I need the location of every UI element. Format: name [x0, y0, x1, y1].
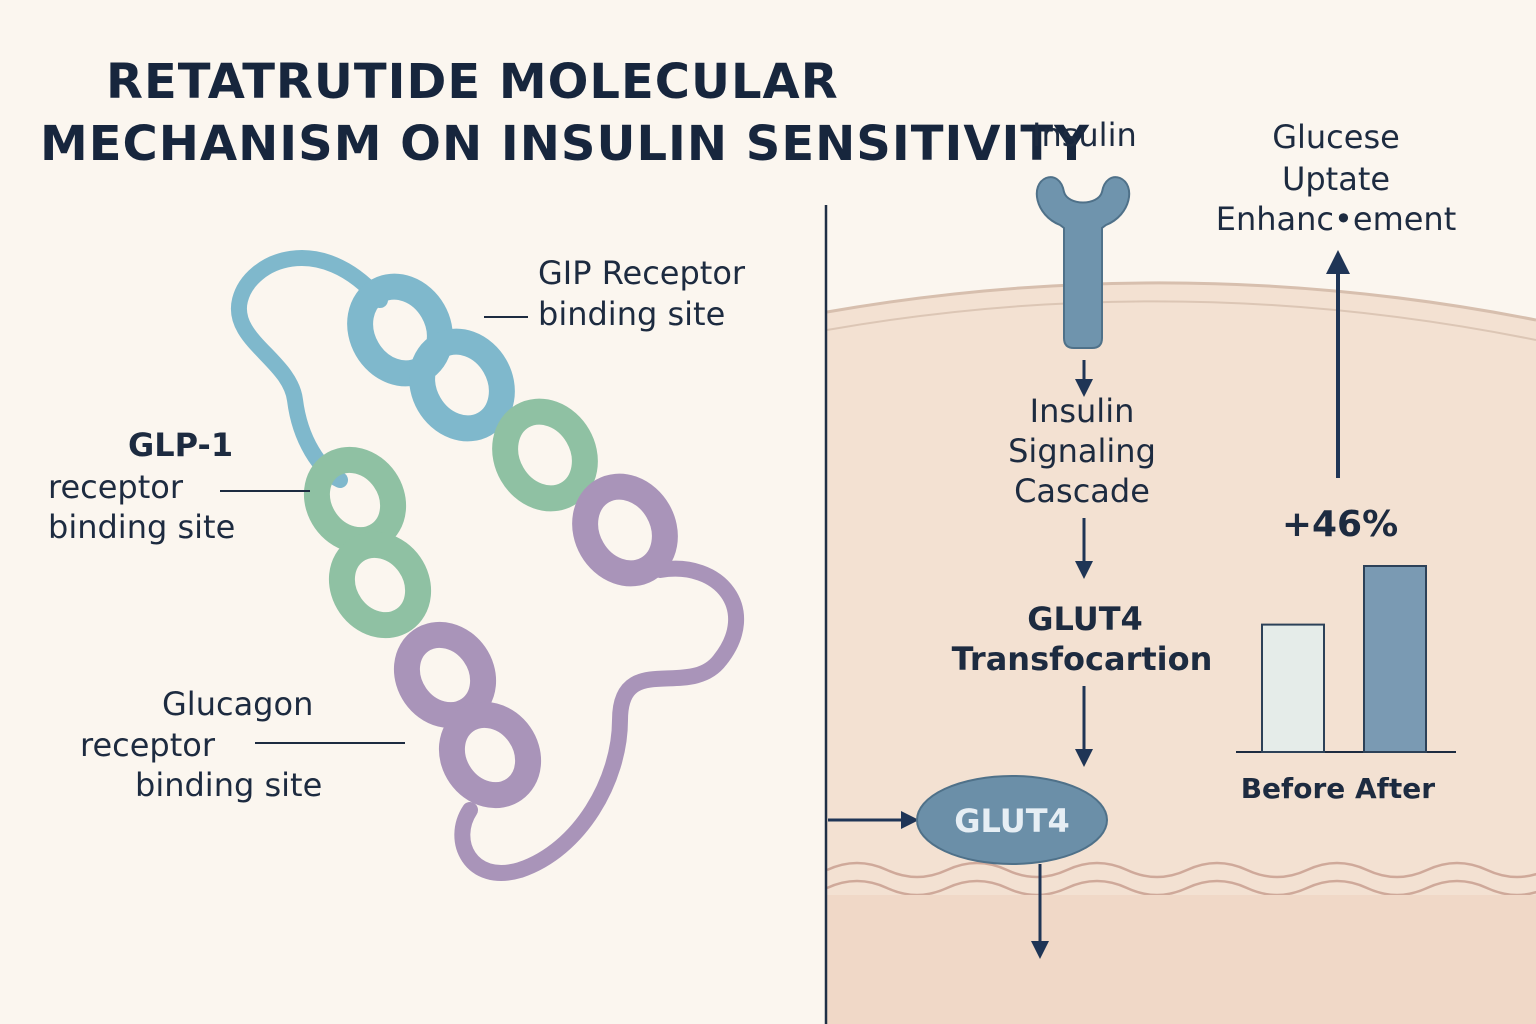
- cascade-label-line-1: Insulin: [1030, 392, 1135, 430]
- lower-cell-region: [827, 895, 1536, 1024]
- category-label-before: Before: [1241, 772, 1346, 805]
- gip-label-line-2: binding site: [538, 295, 725, 333]
- glp1-label-line-1: GLP-1: [128, 426, 233, 464]
- chart-category-labels: Before After: [1241, 772, 1435, 805]
- insulin-label: Insulin: [1032, 116, 1137, 154]
- lower-membrane-wave-2: [826, 879, 1536, 897]
- translocation-label-line-1: GLUT4: [1027, 600, 1143, 638]
- uptake-label-line-1: Glucese: [1272, 118, 1400, 156]
- glut4-ellipse: [916, 775, 1108, 865]
- glucagon-label-line-2: receptor: [80, 726, 216, 764]
- cascade-label-line-3: Cascade: [1014, 472, 1150, 510]
- cascade-label-line-2: Signaling: [1008, 432, 1156, 470]
- glp1-label-line-2: receptor: [48, 468, 184, 506]
- category-label-after: After: [1355, 772, 1435, 805]
- lower-membrane-wave-1: [826, 861, 1536, 879]
- bar-after: [1363, 565, 1427, 753]
- cell-membrane-inner: [826, 300, 1536, 341]
- glucagon-label-line-3: binding site: [135, 766, 322, 804]
- bar-before: [1261, 623, 1325, 753]
- peptide-ribbon: [230, 250, 745, 881]
- glp1-helix-lower: [303, 446, 432, 639]
- glut4-transporter: GLUT4: [828, 775, 1108, 959]
- insulin-receptor-shape: [1035, 176, 1131, 349]
- uptake-label-line-2: Uptate: [1282, 160, 1390, 198]
- glp1-helix-upper: [492, 398, 598, 512]
- glucagon-label-line-1: Glucagon: [162, 685, 313, 723]
- loop-top: [230, 250, 388, 488]
- uptake-label-line-3: Enhanc•ement: [1216, 200, 1457, 238]
- glp1-label: GLP-1 receptor binding site: [48, 426, 310, 546]
- insulin-receptor: Insulin: [1032, 116, 1137, 349]
- glp1-label-line-3: binding site: [48, 508, 235, 546]
- loop-bottom: [454, 560, 745, 881]
- translocation-label-line-2: Transfocartion: [952, 640, 1213, 678]
- glut4-label: GLUT4: [954, 802, 1070, 840]
- glucose-uptake: Glucese Uptate Enhanc•ement: [1216, 118, 1457, 478]
- glucagon-helix-lower: [393, 621, 542, 809]
- gip-label-line-1: GIP Receptor: [538, 254, 746, 292]
- glucagon-label: Glucagon receptor binding site: [80, 685, 405, 804]
- cell-membrane-top: [826, 281, 1536, 322]
- chart-bars: [1261, 565, 1427, 753]
- glucagon-helix-upper: [454, 473, 745, 881]
- chart-annotation: +46%: [1282, 504, 1398, 545]
- gip-label: GIP Receptor binding site: [484, 254, 746, 333]
- title-line-1: RETATRUTIDE MOLECULAR: [106, 54, 839, 110]
- title-line-2: MECHANISM ON INSULIN SENSITIVITY: [40, 116, 1090, 172]
- gip-helix: [347, 273, 515, 442]
- uptake-bar-chart: +46% Before After: [1236, 504, 1456, 805]
